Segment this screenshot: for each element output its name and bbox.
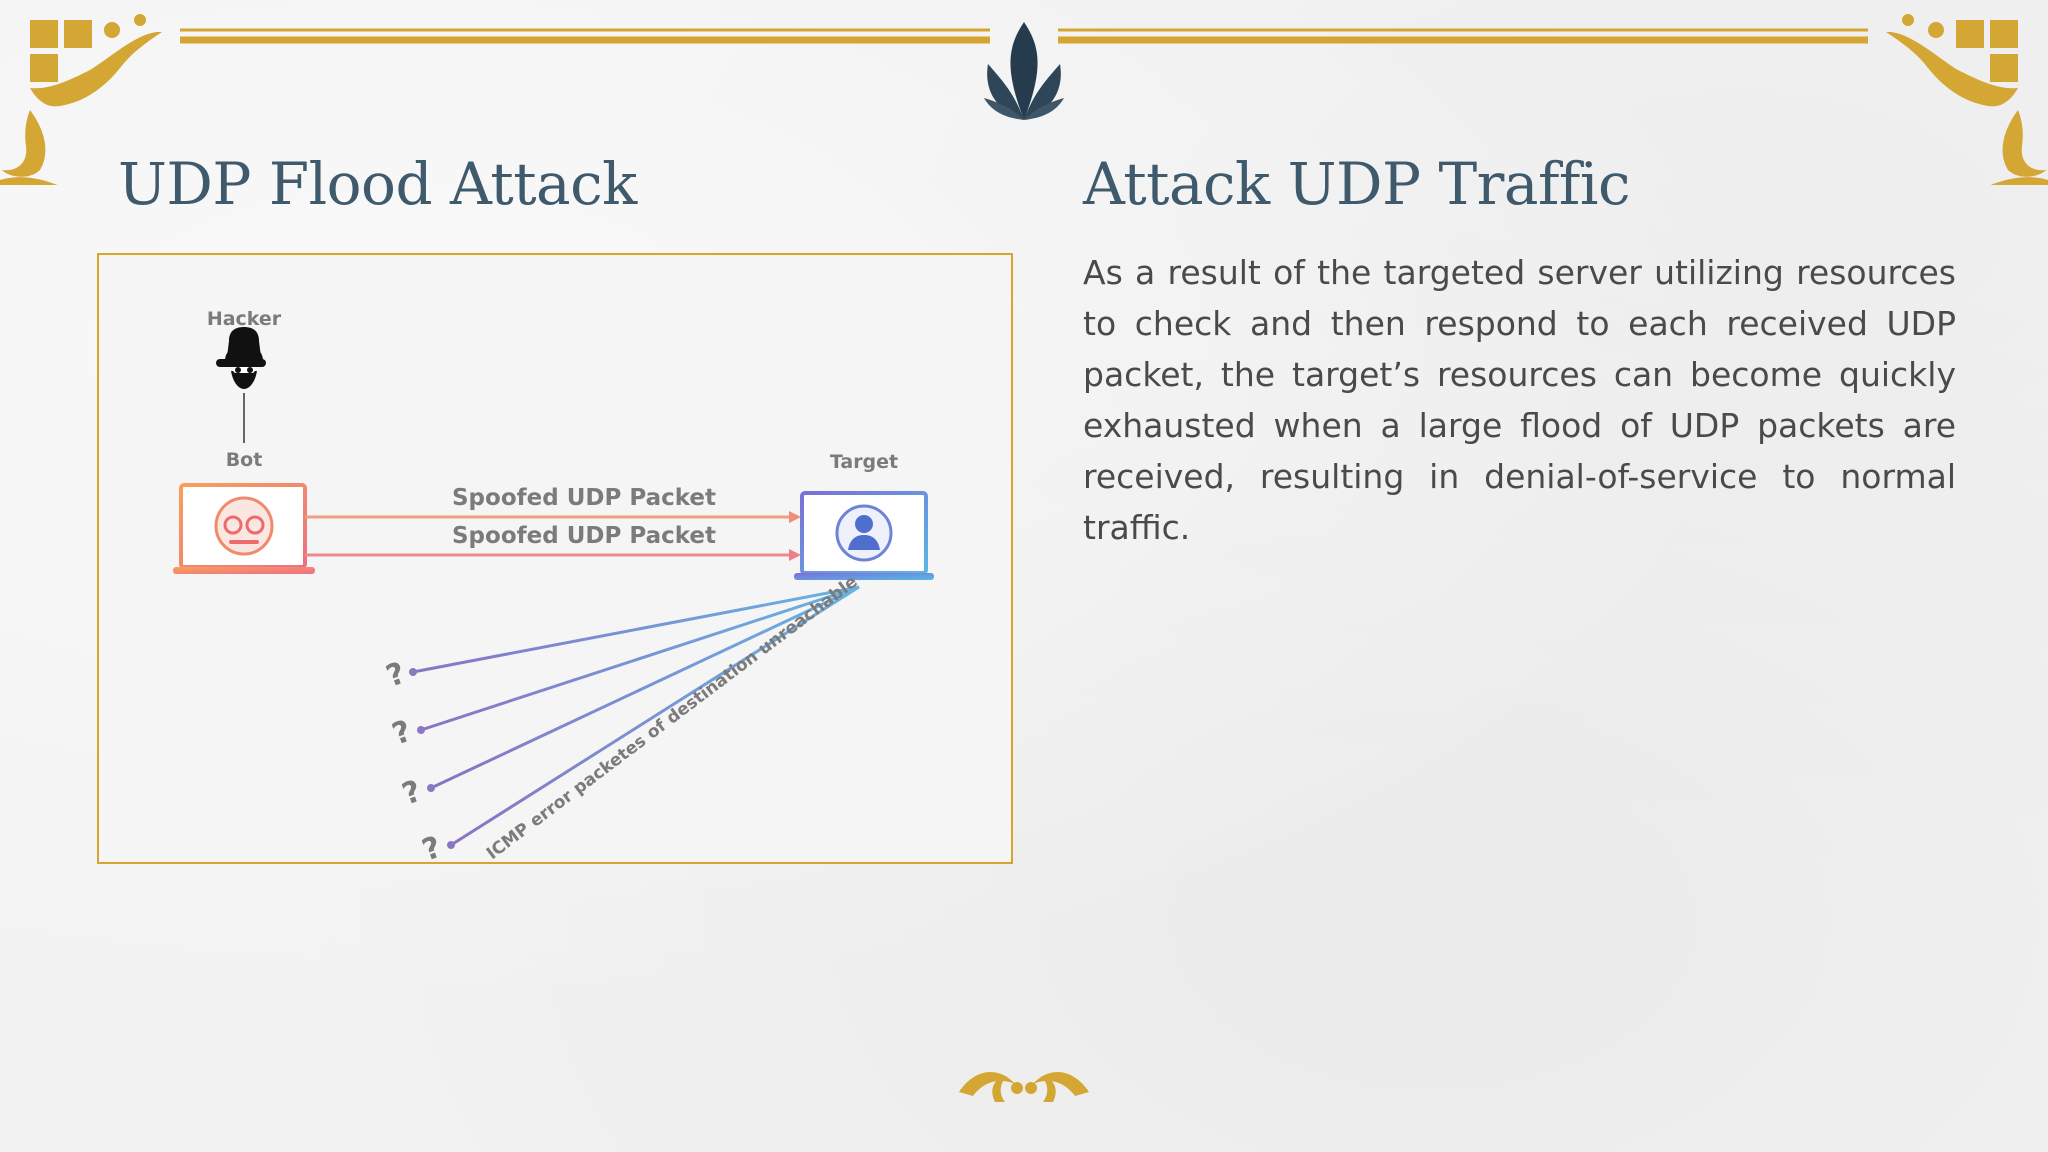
bot-label: Bot [226,449,263,471]
corner-flourish-top-right-icon [1886,14,2048,185]
icmp-error-rays [412,585,860,847]
unknown-mark-4: ? [418,830,446,862]
unknown-mark-3: ? [398,774,426,813]
top-ornament-rule [180,28,1868,44]
bot-laptop-icon [173,483,315,574]
attack-udp-traffic-title: Attack UDP Traffic [1083,150,1630,218]
unknown-mark-2: ? [388,714,416,753]
target-laptop-icon [794,491,934,580]
lotus-emblem-icon [984,22,1064,120]
icmp-error-label: ICMP error packetes of destination unrea… [483,572,862,862]
target-label: Target [830,451,898,473]
corner-flourish-top-left-icon [0,14,162,185]
packet-label-2: Spoofed UDP Packet [452,523,716,549]
udp-flood-attack-title: UDP Flood Attack [118,150,637,218]
udp-flood-diagram: Hacker Bot Target [97,253,1013,864]
icmp-arrowheads [409,668,455,849]
unknown-mark-1: ? [382,656,410,695]
spoofed-packet-arrow-2 [305,549,801,561]
packet-label-1: Spoofed UDP Packet [452,485,716,511]
spoofed-packet-arrow-1 [305,511,801,523]
diagram-canvas: Hacker Bot Target [173,308,934,862]
attack-description-text: As a result of the targeted server utili… [1083,253,1956,547]
hacker-label: Hacker [207,308,282,330]
bottom-flourish-icon [959,1072,1089,1102]
hacker-icon [216,327,266,389]
